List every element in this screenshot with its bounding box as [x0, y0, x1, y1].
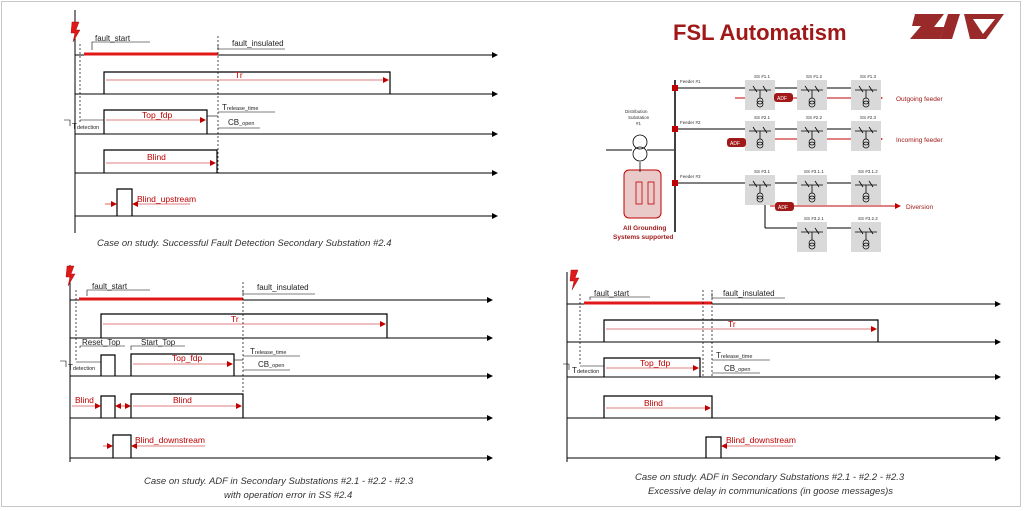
- ziv-logo: [910, 14, 1004, 39]
- timing-panel-2: fault_start fault_insulated Tr Top_fdp R…: [60, 265, 493, 501]
- caption-panel-1: Case on study. Successful Fault Detectio…: [97, 238, 392, 249]
- fault-insulated-label-3: fault_insulated: [723, 289, 775, 298]
- grounding-label-2: Systems supported: [613, 234, 673, 241]
- blind-upstream-label: Blind_upstream: [137, 194, 196, 204]
- grounding-label-1: All Grounding: [623, 225, 666, 232]
- feeder-1-label: Feeder #1: [680, 79, 701, 84]
- top-fdp-label-2: Top_fdp: [172, 353, 203, 363]
- svg-text:SS #3.1: SS #3.1: [754, 169, 771, 174]
- tr-label-3: Tr: [728, 319, 736, 329]
- svg-text:Distribution: Distribution: [625, 109, 648, 114]
- caption-panel-3-line2: Excessive delay in communications (in go…: [648, 486, 893, 497]
- cb-open-label: CB_open: [228, 118, 254, 127]
- svg-text:ADF: ADF: [777, 96, 787, 102]
- grounding-box: [623, 169, 662, 219]
- svg-text:ADF: ADF: [730, 141, 740, 147]
- svg-text:SS #1.2: SS #1.2: [806, 74, 823, 79]
- fault-insulated-label-2: fault_insulated: [257, 283, 309, 292]
- reset-top-label: Reset_Top: [82, 338, 121, 347]
- top-fdp-pulse: [103, 109, 208, 134]
- diversion-label: Diversion: [906, 204, 933, 211]
- trelease-label: Trelease_time: [222, 103, 258, 112]
- fault-insulated-label: fault_insulated: [232, 39, 284, 48]
- timing-panel-1: fault_start fault_insulated Tr Top_fdp T…: [64, 10, 498, 249]
- trelease-label-3: Trelease_time: [716, 351, 752, 360]
- cb-open-label-2: CB_open: [258, 360, 284, 369]
- caption-panel-2-line2: with operation error in SS #2.4: [224, 490, 352, 501]
- tr-pulse: [103, 71, 391, 94]
- fault-start-label: fault_start: [95, 34, 131, 43]
- feeder-3-label: Feeder #3: [680, 174, 701, 179]
- svg-text:SS #2.2: SS #2.2: [806, 115, 823, 120]
- svg-text:SS #2.1: SS #2.1: [754, 115, 771, 120]
- top-fdp-label-3: Top_fdp: [640, 358, 671, 368]
- outgoing-feeder-label: Outgoing feeder: [896, 96, 943, 103]
- slide-title: FSL Automatism: [673, 20, 847, 45]
- blind-downstream-label-3: Blind_downstream: [726, 435, 796, 445]
- svg-text:SS #3.1.1: SS #3.1.1: [804, 169, 824, 174]
- svg-text:SS #3.1.2: SS #3.1.2: [858, 169, 878, 174]
- feeder-2-label: Feeder #2: [680, 120, 701, 125]
- svg-text:ADF: ADF: [778, 205, 788, 211]
- tdetection-label-3: Tdetection: [572, 366, 599, 375]
- transformer-icon: [632, 134, 648, 150]
- svg-text:SS #2.3: SS #2.3: [860, 115, 877, 120]
- svg-text:SS #3.2.1: SS #3.2.1: [804, 216, 824, 221]
- svg-text:SS #1.1: SS #1.1: [754, 74, 771, 79]
- incoming-feeder-label: Incoming feeder: [896, 137, 943, 144]
- network-diagram: Distribution Substation #1 All Grounding…: [606, 74, 943, 253]
- top-fdp-label: Top_fdp: [142, 110, 173, 120]
- blind-label-2a: Blind: [75, 395, 94, 405]
- blind-label-3: Blind: [644, 398, 663, 408]
- svg-text:SS #3.2.2: SS #3.2.2: [858, 216, 878, 221]
- blind-label-2b: Blind: [173, 395, 192, 405]
- caption-panel-3-line1: Case on study. ADF in Secondary Substati…: [635, 472, 905, 483]
- tr-label-2: Tr: [231, 314, 239, 324]
- tr-label: Tr: [235, 70, 243, 80]
- trelease-label-2: Trelease_time: [250, 347, 286, 356]
- fault-start-label-2: fault_start: [92, 282, 128, 291]
- blind-downstream-label-2: Blind_downstream: [135, 435, 205, 445]
- start-top-label: Start_Top: [141, 338, 176, 347]
- timing-panel-3: fault_start fault_insulated Tr Top_fdp T…: [563, 269, 1001, 497]
- blind-label: Blind: [147, 152, 166, 162]
- cb-open-label-3: CB_open: [724, 364, 750, 373]
- blind-pulse: [103, 149, 218, 173]
- fault-bolt-icon-3: [569, 269, 580, 291]
- fault-start-label-3: fault_start: [594, 289, 630, 298]
- tdetection-label-2: Tdetection: [68, 363, 95, 372]
- caption-panel-2-line1: Case on study. ADF in Secondary Substati…: [144, 476, 414, 487]
- blind-upstream-pulse: [116, 188, 133, 216]
- tdetection-label: Tdetection: [72, 122, 99, 131]
- svg-text:Substation: Substation: [628, 115, 650, 120]
- svg-text:#1: #1: [636, 121, 642, 126]
- svg-text:SS #1.3: SS #1.3: [860, 74, 877, 79]
